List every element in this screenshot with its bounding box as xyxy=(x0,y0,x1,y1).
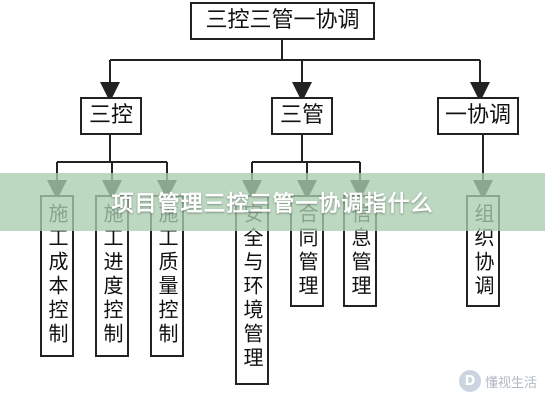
branch-label: 一协调 xyxy=(444,103,511,128)
overlay-title: 项目管理三控三管一协调指什么 xyxy=(111,192,434,217)
branch-node-yixietiao: 一协调 xyxy=(437,97,519,135)
root-node: 三控三管一协调 xyxy=(190,2,375,40)
watermark-text: 懂视生活 xyxy=(484,375,537,391)
branch-node-sanguan: 三管 xyxy=(271,97,333,135)
root-node-label: 三控三管一协调 xyxy=(205,8,360,33)
branch-node-sankong: 三控 xyxy=(80,97,142,135)
watermark-logo-icon: D xyxy=(458,370,481,392)
watermark: D 懂视生活 xyxy=(458,370,537,392)
branch-label: 三控 xyxy=(88,103,133,128)
leaf-label: 安全与环境管理 xyxy=(240,203,264,371)
title-overlay-band: 项目管理三控三管一协调指什么 xyxy=(0,173,545,231)
branch-label: 三管 xyxy=(279,103,324,128)
